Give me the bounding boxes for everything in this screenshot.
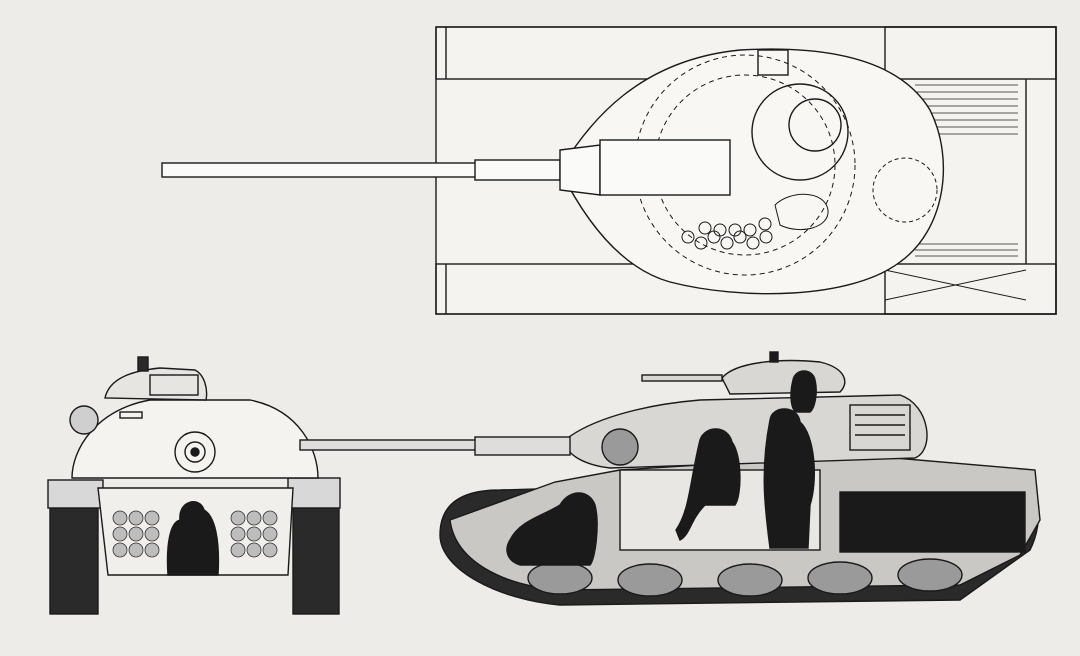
top-gun-barrel xyxy=(161,162,478,178)
side-turret xyxy=(564,394,928,469)
front-ammo-rack xyxy=(112,510,278,558)
side-engine xyxy=(839,491,1026,553)
top-ammo-rack xyxy=(681,217,773,250)
top-cupola xyxy=(751,83,849,181)
front-left-track xyxy=(49,507,99,615)
side-crew-gunner xyxy=(675,428,741,541)
side-crew-loader xyxy=(763,408,815,549)
top-view xyxy=(161,26,1057,315)
side-road-wheels xyxy=(527,558,963,597)
front-gun-mantlet xyxy=(174,431,216,473)
side-gun-barrel xyxy=(299,439,501,451)
front-view xyxy=(47,356,341,615)
top-turret xyxy=(559,48,945,295)
side-view xyxy=(299,351,1041,606)
front-right-track xyxy=(292,507,340,615)
front-crew-figure xyxy=(166,501,220,576)
front-turret xyxy=(71,399,319,479)
side-crew-commander xyxy=(790,370,817,413)
side-crew-driver xyxy=(506,492,598,566)
top-louvers-lower xyxy=(915,243,1018,257)
